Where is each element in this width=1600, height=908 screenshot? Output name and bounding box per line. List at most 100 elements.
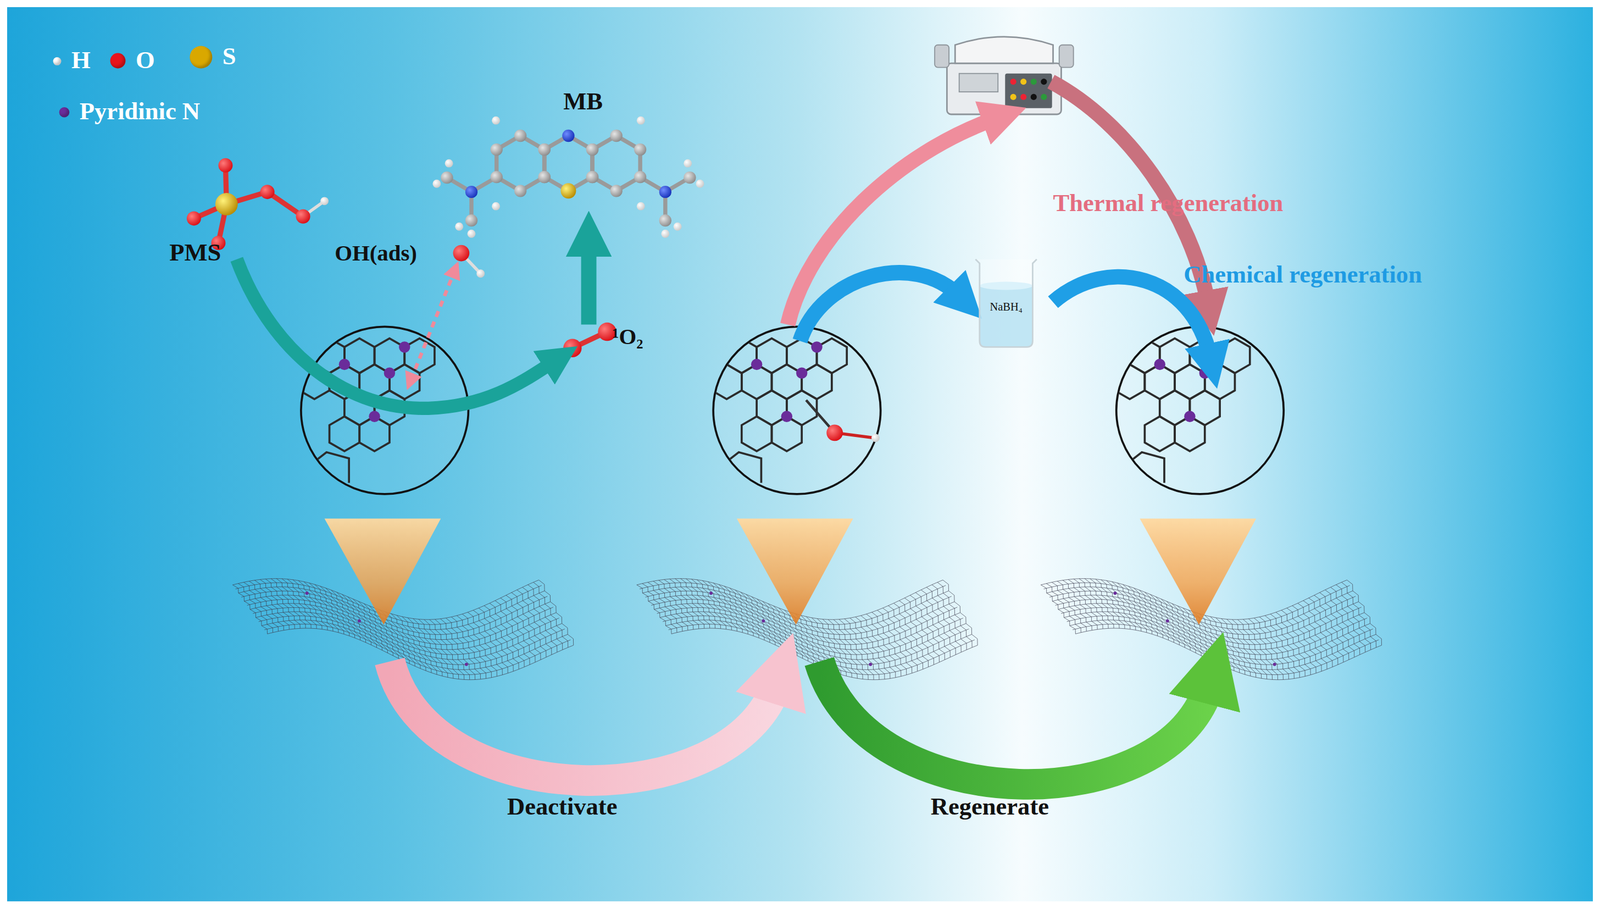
graphene-mesh (855, 616, 891, 679)
legend-item: S (189, 42, 236, 71)
graphene-mesh (1058, 603, 1365, 650)
text-label: Chemical regeneration (1183, 260, 1422, 288)
button (1030, 93, 1037, 100)
graphene-mesh (1275, 612, 1311, 675)
hydrogen-atom (320, 196, 329, 205)
graphene-mesh (276, 578, 311, 629)
graphene-mesh (680, 578, 715, 629)
graphene-mesh (511, 592, 547, 658)
graphene-mesh (462, 613, 497, 676)
nitrogen-atom (659, 185, 672, 198)
graphene-mesh (1090, 578, 1125, 629)
graphene-mesh (1117, 582, 1153, 635)
legend-text: H (71, 46, 91, 75)
carbon-ring (344, 338, 375, 374)
graphene-mesh (456, 615, 492, 678)
text-label: MB (563, 87, 603, 115)
carbon-atom (634, 170, 647, 183)
graphene-mesh (424, 619, 459, 679)
text-label: Regenerate (930, 792, 1049, 820)
graphene-mesh (320, 585, 355, 638)
oxidation-arrow (581, 242, 597, 325)
carbon-ring (1219, 338, 1250, 374)
furnace-cap (934, 45, 949, 68)
graphene-mesh (707, 581, 743, 633)
deactivate-arrow (389, 660, 778, 781)
graphene-mesh (445, 617, 481, 679)
chemical-arrow (800, 272, 960, 341)
singlet-oxygen (563, 322, 617, 358)
pyridinic-nitrogen (339, 358, 350, 370)
graphene-mesh (915, 592, 950, 658)
oxygen-atom (186, 210, 202, 226)
graphene-mesh (898, 600, 934, 665)
graphene-mesh (265, 578, 300, 629)
graphene-mesh (636, 584, 672, 634)
legend-swatch (53, 56, 62, 65)
graphene-mesh (860, 615, 896, 678)
control-panel (1004, 73, 1052, 109)
hydroxyl-group (806, 400, 880, 442)
pyridinic-nitrogen (1184, 410, 1196, 422)
nitrogen-atom (562, 129, 575, 142)
furnace-body (946, 63, 1061, 115)
pyridinic-nitrogen (781, 410, 793, 422)
text-label: ¹O₂ (612, 324, 643, 350)
graphene-mesh (888, 605, 924, 670)
graphene-mesh (1319, 592, 1355, 658)
furnace-tube (954, 36, 1053, 64)
graphene-mesh (467, 612, 503, 675)
legend-text: S (222, 42, 237, 71)
hydrogen-atom (491, 116, 500, 125)
graphene-mesh (1051, 581, 1087, 631)
graphene-fragment (711, 338, 847, 483)
activation-arrow (236, 259, 555, 409)
graphene-mesh (882, 607, 918, 671)
graphene-mesh (937, 581, 972, 648)
button (1030, 78, 1037, 85)
carbon-atom (634, 143, 647, 156)
graphene-mesh (489, 602, 525, 667)
carbon-atom (586, 143, 599, 156)
process-arrow (236, 81, 1211, 785)
carbon-ring (817, 338, 848, 374)
carbon-atom (683, 171, 696, 184)
carbon-ring (308, 452, 349, 483)
graphene-mesh (1346, 579, 1382, 646)
graphene-mesh (713, 582, 748, 635)
graphene-mesh (931, 584, 967, 650)
legend-text: Pyridinic N (79, 97, 200, 126)
node-text: NaBH₄ (971, 300, 1041, 313)
nitrogen-dopant (1113, 591, 1117, 595)
graphene-mesh (893, 602, 929, 667)
carbon-atom (490, 143, 503, 156)
graphene-mesh (1123, 584, 1158, 636)
graphene-mesh (270, 578, 306, 629)
legend-swatch (110, 53, 126, 69)
carbon-atom (514, 184, 527, 197)
carbon-atom (586, 170, 599, 183)
hydroxyl-molecule (453, 245, 486, 278)
graphene-mesh (1199, 613, 1235, 671)
graphene-mesh (522, 586, 558, 652)
carbon-atom (537, 170, 550, 183)
graphene-mesh (1264, 615, 1300, 678)
focus-cone (1139, 518, 1257, 625)
button (1020, 93, 1027, 100)
oxygen-atom (563, 339, 582, 358)
graphene-mesh (866, 613, 902, 676)
graphene-mesh (784, 609, 819, 666)
graphene-mesh (407, 617, 443, 676)
nitrogen-dopant (464, 662, 469, 666)
hydrogen-atom (476, 269, 485, 278)
graphene-mesh (926, 586, 961, 652)
oxygen-atom (296, 209, 311, 224)
focus-cone (324, 518, 442, 625)
magnifier-circle (1116, 326, 1285, 494)
carbon-atom (514, 129, 527, 142)
adsorption-arrow (410, 269, 456, 382)
thermal-arrow (787, 118, 997, 325)
graphene-mesh (1303, 600, 1338, 665)
graphene-mesh (696, 579, 732, 631)
